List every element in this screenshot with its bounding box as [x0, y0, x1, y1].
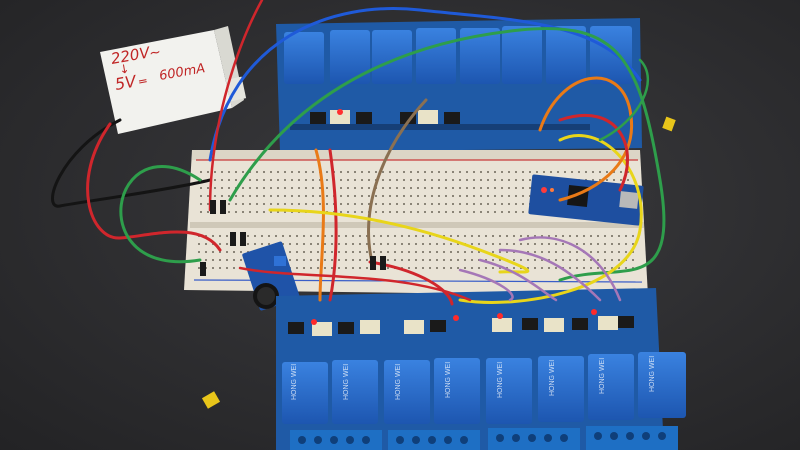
relay-brand-label-6: HONG WEI	[549, 360, 556, 396]
power-supply-output-label: 5V	[113, 71, 138, 94]
relay-brand-label-1: HONG WEI	[291, 364, 298, 400]
arduino-nano-board	[528, 174, 644, 226]
relay-brand-label-2: HONG WEI	[343, 364, 350, 400]
relay-brand-label-8: HONG WEI	[649, 356, 656, 392]
header-pins	[200, 200, 386, 276]
jumper-cap-loose	[201, 116, 676, 409]
bottom-relay-board: HONG WEI HONG WEI HONG WEI HONG WEI HONG…	[276, 288, 686, 450]
top-relay-row	[284, 26, 632, 84]
bottom-relay-row	[282, 352, 686, 424]
svg-text:~: ~	[148, 44, 162, 62]
top-relay-board	[276, 18, 642, 152]
relay-brand-label-3: HONG WEI	[395, 364, 402, 400]
relay-brand-label-4: HONG WEI	[445, 362, 452, 398]
relay-brand-label-5: HONG WEI	[497, 362, 504, 398]
sound-sensor-module	[242, 241, 300, 311]
relay-brand-label-7: HONG WEI	[599, 358, 606, 394]
svg-text:═: ═	[137, 74, 148, 89]
svg-text:↓: ↓	[118, 61, 130, 77]
jumper-wires	[51, 0, 666, 306]
